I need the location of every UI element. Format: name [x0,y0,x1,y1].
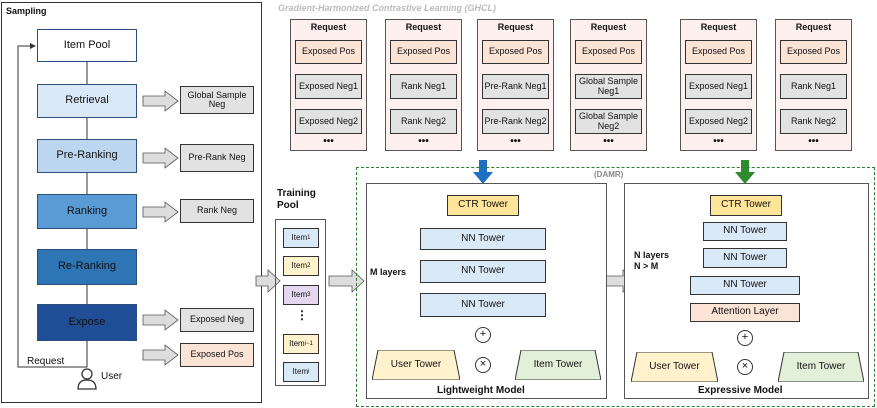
lw-nn-tower-2: NN Tower [420,260,546,283]
ex-user-tower: User Tower [631,352,718,382]
lw-user-tower-label: User Tower [390,358,442,370]
request-neg-1: Rank Neg1 [780,74,847,99]
request-neg-1: Exposed Neg1 [295,74,362,99]
request-ellipsis: ••• [713,135,724,147]
request-panel-header: Request [405,22,442,33]
request-ellipsis: ••• [603,135,614,147]
label-pre-rank-neg: Pre-Rank Neg [180,144,254,172]
request-exposed-pos: Exposed Pos [295,40,362,64]
arrow-retrieval [142,90,179,112]
request-panel-header: Request [310,22,347,33]
request-neg-2: Global Sample Neg2 [575,109,642,134]
request-neg-1: Pre-Rank Neg1 [482,74,549,99]
stage-re-ranking: Re-Ranking [37,249,137,285]
item-subscript: i−1 [304,340,313,347]
ex-layers-label-1: N layers [634,250,670,260]
lw-nn-tower-1: NN Tower [420,228,546,250]
request-exposed-pos: Exposed Pos [780,40,847,64]
request-panel-header: Request [497,22,534,33]
request-label: Request [27,356,65,367]
lw-nn-tower-3: NN Tower [420,293,546,317]
request-ellipsis: ••• [418,135,429,147]
ghcl-title: Gradient-Harmonized Contrastive Learning… [278,3,497,13]
request-neg-1: Rank Neg1 [390,74,457,99]
request-neg-2: Rank Neg2 [390,109,457,134]
damr-box [356,167,875,407]
lw-user-tower: User Tower [372,350,460,380]
item-label: Item [289,338,305,348]
lw-item-tower-label: Item Tower [533,358,583,370]
request-neg-2: Rank Neg2 [780,109,847,134]
request-ellipsis: ••• [808,135,819,147]
ex-nn-tower-1: NN Tower [703,222,787,241]
request-panel-header: Request [590,22,627,33]
damr-title: (DAMR) [594,170,624,179]
arrow-blue-down [473,160,493,184]
item-label: Item [291,232,308,242]
training-pool-title: Training Pool [277,188,316,211]
lw-layers-label: M layers [370,267,407,277]
item-subscript: i [308,368,310,375]
request-exposed-pos: Exposed Pos [685,40,752,64]
stage-expose: Expose [37,304,137,341]
ex-ctr-tower: CTR Tower [710,195,782,216]
user-icon [77,368,97,390]
item-subscript: 1 [307,234,311,241]
lw-times-icon: × [475,357,491,373]
item-subscript: 2 [307,262,311,269]
request-exposed-pos: Exposed Pos [390,40,457,64]
ex-attention-layer: Attention Layer [690,303,800,322]
ex-title: Expressive Model [698,385,783,396]
ex-times-icon: × [737,359,753,375]
item-subscript: 3 [307,291,311,298]
request-exposed-pos: Exposed Pos [482,40,549,64]
label-exposed-pos: Exposed Pos [180,343,254,367]
sampling-panel [1,2,262,403]
ex-nn-tower-3: NN Tower [690,276,800,295]
request-neg-1: Global Sample Neg1 [575,74,642,99]
lw-plus-icon: + [475,327,491,343]
request-ellipsis: ••• [510,135,521,147]
item-label: Item [291,289,308,299]
request-exposed-pos: Exposed Pos [575,40,642,64]
ex-item-tower-label: Item Tower [796,360,846,372]
training-pool-box [275,219,326,386]
lw-item-tower: Item Tower [515,350,601,380]
ex-item-tower: Item Tower [778,352,864,382]
ex-nn-tower-2: NN Tower [703,248,787,268]
ex-plus-icon: + [737,330,753,346]
user-label: User [101,371,123,382]
ex-user-tower-label: User Tower [649,360,700,372]
lw-ctr-tower: CTR Tower [447,195,519,216]
stage-pre-ranking: Pre-Ranking [37,139,137,173]
label-global-sample-neg: Global Sample Neg [180,86,254,114]
request-neg-2: Exposed Neg2 [685,109,752,134]
request-neg-2: Pre-Rank Neg2 [482,109,549,134]
item-label: Item [291,260,308,270]
label-rank-neg: Rank Neg [180,199,254,223]
lw-title: Lightweight Model [437,385,525,396]
pool-ellipsis: ⋮ [296,308,308,322]
stage-retrieval: Retrieval [37,84,137,118]
request-panel-header: Request [700,22,737,33]
stage-item-pool: Item Pool [37,29,137,62]
label-exposed-neg: Exposed Neg [180,308,254,332]
request-panel-header: Request [795,22,832,33]
item-label: Item [292,366,309,376]
request-neg-1: Exposed Neg1 [685,74,752,99]
request-ellipsis: ••• [323,135,334,147]
sampling-title: Sampling [6,6,47,16]
ex-layers-label-2: N > M [634,261,659,271]
arrow-green-down [735,160,755,184]
stage-ranking: Ranking [37,194,137,229]
request-neg-2: Exposed Neg2 [295,109,362,134]
